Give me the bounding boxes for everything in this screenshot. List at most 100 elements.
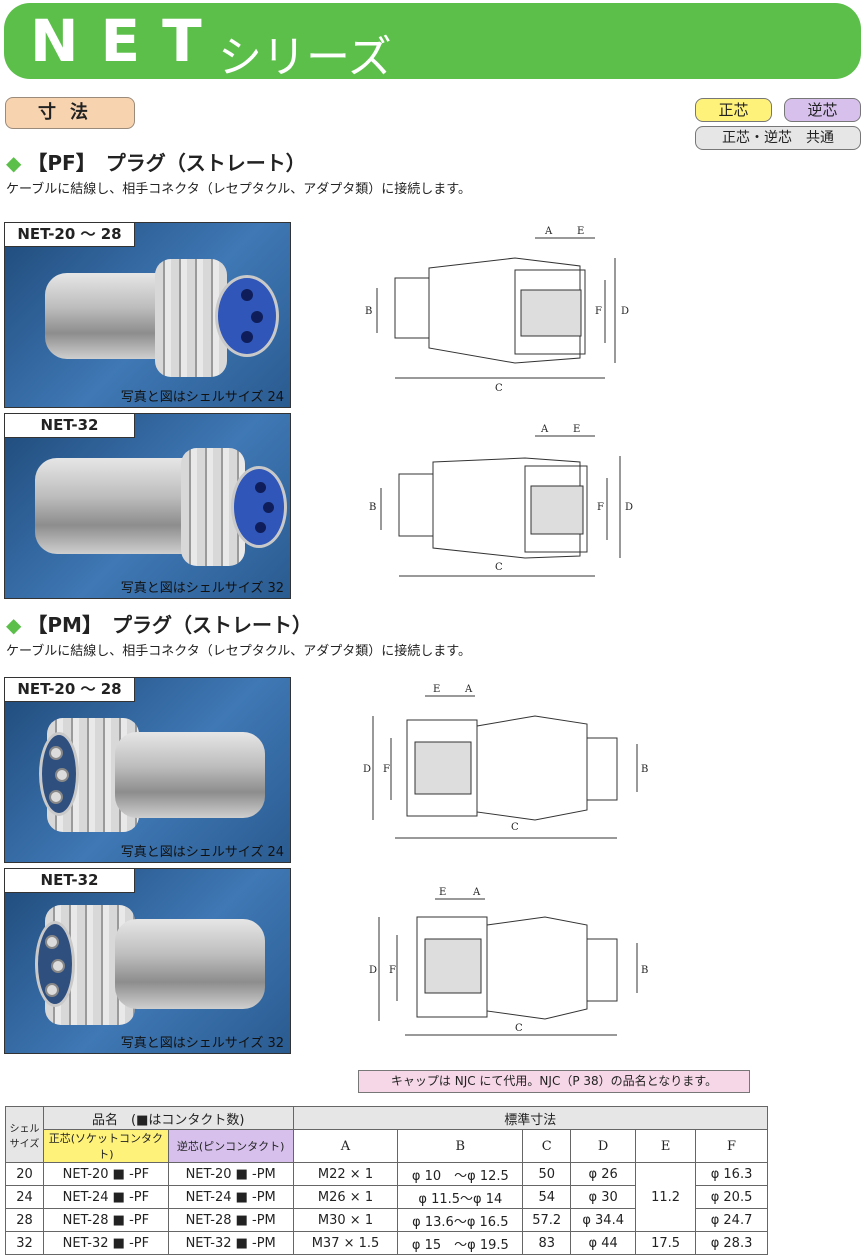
series-title-latin: NET [30,7,224,75]
b-cell: φ 10 ～φ 12.5 [397,1162,524,1186]
shell-cell: 20 [5,1162,44,1186]
dim-label-e: E [433,684,440,695]
shell-cell: 28 [5,1208,44,1232]
photo-caption: 写真と図はシェルサイズ 32 [120,581,284,596]
dim-label-f: F [595,306,602,317]
e-cell: 17.5 [635,1231,697,1255]
pm-cell: NET-24 ■ -PM [167,1185,294,1209]
dim-label-e: E [439,887,446,898]
e-cell-shared: 11.2 [635,1162,697,1232]
d-cell: φ 44 [570,1231,637,1255]
pf-cell: NET-32 ■ -PF [42,1231,169,1255]
dim-label-a: A [464,684,473,695]
seishin-header: 正芯(ソケットコンタクト) [42,1129,169,1163]
dim-label-d: D [369,965,377,976]
pf-description: ケーブルに結線し、相手コネクタ（レセプタクル、アダプタ類）に接続します。 [6,182,472,197]
d-cell: φ 26 [570,1162,637,1186]
c-cell: 57.2 [522,1208,572,1232]
dimensions-table: シェルサイズ 品名 (■はコンタクト数) 標準寸法 正芯(ソケットコンタクト) … [5,1106,769,1255]
legend-seishin: 正芯 [695,98,772,122]
pm-dimension-drawing-1: E A D F C B [363,684,648,839]
col-c-header: C [522,1129,572,1163]
a-cell: M22 × 1 [292,1162,399,1186]
b-cell: φ 11.5～φ 14 [397,1185,524,1209]
dim-label-a: A [472,887,481,898]
dim-label-f: F [383,764,390,775]
pm-heading: ◆【PM】 プラグ（ストレート） [6,613,312,637]
f-cell: φ 24.7 [695,1208,768,1232]
dim-label-e: E [577,226,584,237]
f-cell: φ 28.3 [695,1231,768,1255]
dim-label-c: C [495,383,503,394]
col-f-header: F [695,1129,768,1163]
pm-photo-net20-28: NET-20 ～ 28 写真と図はシェルサイズ 24 [4,677,291,863]
title-banner: NET シリーズ [4,3,861,83]
pf-dimension-drawing-2: A E B C D F [369,424,633,577]
pf-cell: NET-24 ■ -PF [42,1185,169,1209]
pm-description: ケーブルに結線し、相手コネクタ（レセプタクル、アダプタ類）に接続します。 [6,644,472,659]
pm-cell: NET-28 ■ -PM [167,1208,294,1232]
col-e-header: E [635,1129,697,1163]
dim-label-b: B [641,764,648,775]
pm-cell: NET-20 ■ -PM [167,1162,294,1186]
pm-cell: NET-32 ■ -PM [167,1231,294,1255]
dim-label-c: C [495,562,503,573]
dim-label-c: C [511,822,519,833]
table-row: 20 NET-20 ■ -PF NET-20 ■ -PM M22 × 1 φ 1… [5,1162,768,1232]
dim-label-a: A [540,424,549,435]
b-cell: φ 15 ～φ 19.5 [397,1231,524,1255]
c-cell: 83 [522,1231,572,1255]
pf-cell: NET-28 ■ -PF [42,1208,169,1232]
f-cell: φ 20.5 [695,1185,768,1209]
dimension-tag: 寸法 [5,97,135,129]
dim-label-a: A [544,226,553,237]
dim-label-f: F [389,965,396,976]
d-cell: φ 34.4 [570,1208,637,1232]
diamond-icon: ◆ [6,151,22,175]
pf-photo-net20-28: NET-20 ～ 28 写真と図はシェルサイズ 24 [4,222,291,408]
table-row: 24 NET-24 ■ -PF NET-24 ■ -PM M26 × 1 φ 1… [5,1185,768,1209]
photo-label: NET-20 ～ 28 [5,678,135,702]
gyakushin-header: 逆芯(ピンコンタクト) [167,1129,294,1163]
legend-gyakushin: 逆芯 [784,98,861,122]
dim-label-d: D [621,306,629,317]
col-d-header: D [570,1129,637,1163]
c-cell: 50 [522,1162,572,1186]
photo-caption: 写真と図はシェルサイズ 24 [120,845,284,860]
a-cell: M37 × 1.5 [292,1231,399,1255]
series-title-kana: シリーズ [218,32,392,83]
table-row: 28 NET-28 ■ -PF NET-28 ■ -PM M30 × 1 φ 1… [5,1208,768,1232]
col-b-header: B [397,1129,524,1163]
dim-label-b: B [641,965,648,976]
a-cell: M30 × 1 [292,1208,399,1232]
c-cell: 54 [522,1185,572,1209]
photo-label: NET-32 [5,869,135,893]
pf-dimension-drawing-1: A E B C D F [365,226,629,394]
shell-size-header: シェルサイズ [5,1106,44,1163]
photo-caption: 写真と図はシェルサイズ 24 [120,390,284,405]
b-cell: φ 13.6～φ 16.5 [397,1208,524,1232]
dim-label-d: D [363,764,371,775]
pf-photo-net32: NET-32 写真と図はシェルサイズ 32 [4,413,291,599]
dim-label-d: D [625,502,633,513]
pf-cell: NET-20 ■ -PF [42,1162,169,1186]
d-cell: φ 30 [570,1185,637,1209]
photo-label: NET-32 [5,414,135,438]
dim-label-f: F [597,502,604,513]
pf-heading: ◆【PF】 プラグ（ストレート） [6,151,306,175]
pm-dimension-drawing-2: E A D F C B [369,887,648,1036]
dim-label-b: B [365,306,372,317]
legend-both: 正芯・逆芯 共通 [695,126,861,150]
photo-caption: 写真と図はシェルサイズ 32 [120,1036,284,1051]
cap-note: キャップは NJC にて代用。NJC（P 38）の品名となります。 [358,1070,750,1093]
a-cell: M26 × 1 [292,1185,399,1209]
dim-label-c: C [515,1023,523,1034]
diamond-icon: ◆ [6,613,22,637]
standard-dimensions-header: 標準寸法 [292,1106,769,1130]
shell-cell: 24 [5,1185,44,1209]
product-name-header: 品名 (■はコンタクト数) [42,1106,294,1130]
table-row: 32 NET-32 ■ -PF NET-32 ■ -PM M37 × 1.5 φ… [5,1231,768,1255]
pm-photo-net32: NET-32 写真と図はシェルサイズ 32 [4,868,291,1054]
dim-label-e: E [573,424,580,435]
f-cell: φ 16.3 [695,1162,768,1186]
